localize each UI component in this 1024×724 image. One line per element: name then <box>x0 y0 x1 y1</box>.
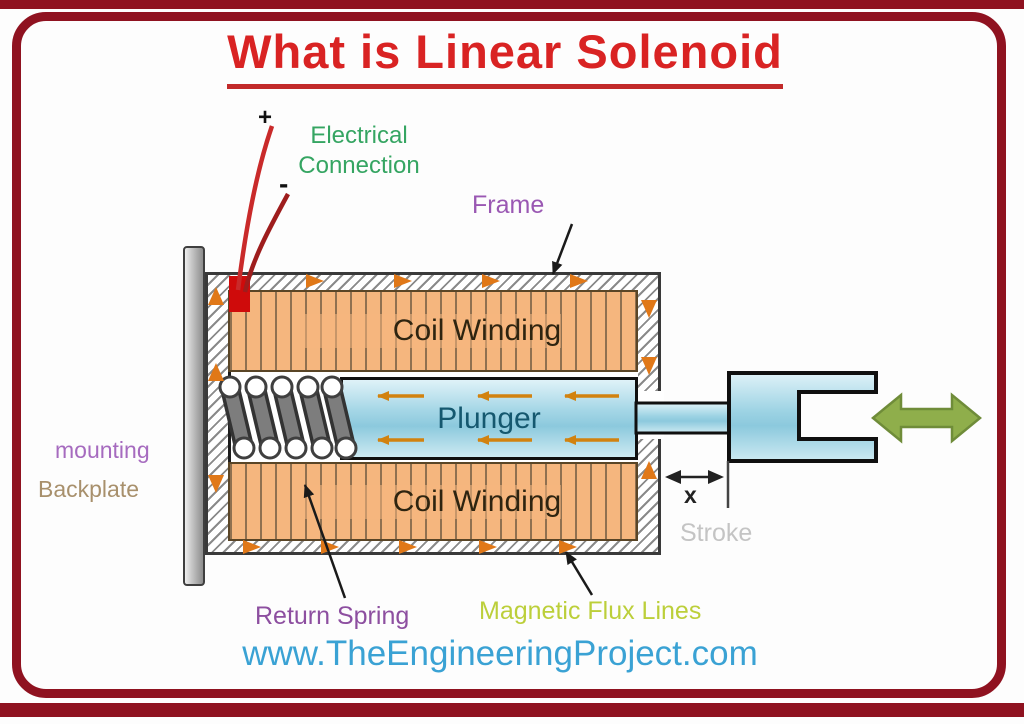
bottom-edge-bar <box>0 703 1024 717</box>
page-title: What is Linear Solenoid <box>120 24 890 89</box>
minus-terminal-label: - <box>279 168 289 199</box>
backplate-label: Backplate <box>38 476 140 502</box>
page-border <box>12 12 1006 698</box>
plus-terminal-label: + <box>258 104 273 131</box>
top-edge-bar <box>0 0 1024 9</box>
frame-label: Frame <box>472 191 545 219</box>
page-title-text: What is Linear Solenoid <box>227 24 783 89</box>
coil-winding-top: Coil Winding <box>228 290 638 372</box>
stroke-label: Stroke <box>680 519 753 547</box>
plunger-shape: Plunger <box>340 377 638 460</box>
website-url: www.TheEngineeringProject.com <box>242 634 758 673</box>
mounting-label: mounting <box>55 437 150 463</box>
electrical-connection-label: Electrical Connection <box>298 122 420 179</box>
electrical-terminal <box>229 276 250 312</box>
coil-winding-bottom-label: Coil Winding <box>304 484 562 519</box>
return-spring-label: Return Spring <box>255 602 410 630</box>
mounting-backplate-shape <box>183 246 205 586</box>
coil-winding-top-label: Coil Winding <box>304 314 562 348</box>
coil-winding-bottom: Coil Winding <box>228 462 638 541</box>
plunger-label: Plunger <box>437 401 541 435</box>
stroke-x-label: x <box>684 482 697 508</box>
frame-shaft-opening <box>638 391 664 439</box>
magnetic-flux-lines-label: Magnetic Flux Lines <box>479 597 702 625</box>
